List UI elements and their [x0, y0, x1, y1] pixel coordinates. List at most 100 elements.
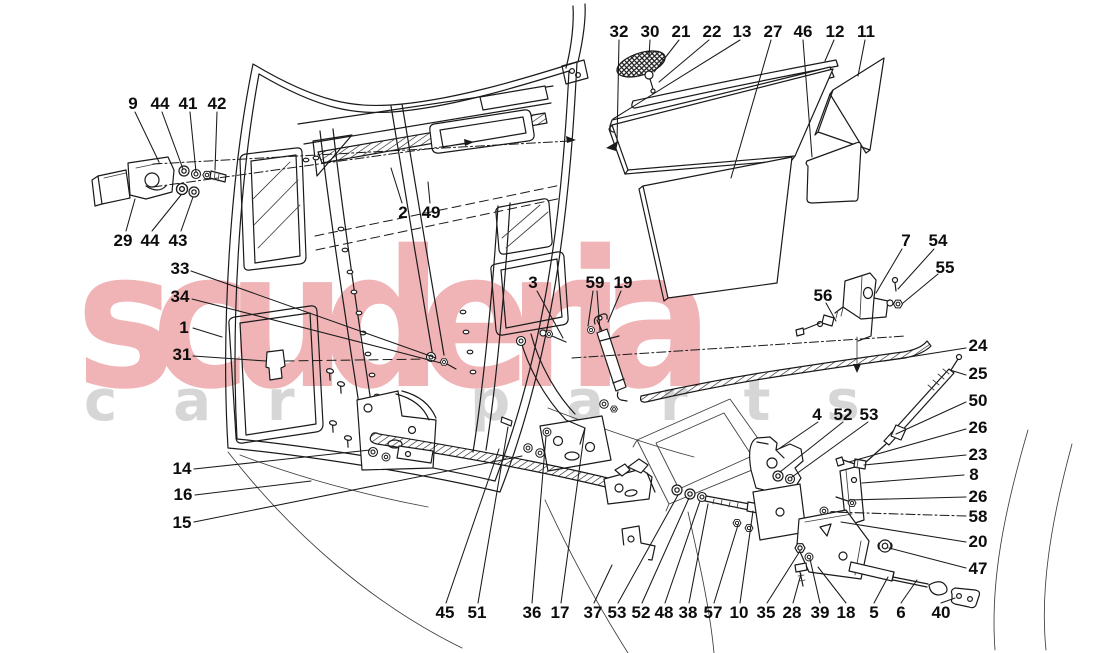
- part-label-26[interactable]: 26: [969, 487, 988, 506]
- flag-check-cell: [874, 376, 925, 426]
- part-label-46[interactable]: 46: [794, 22, 813, 41]
- part-label-59[interactable]: 59: [586, 273, 605, 292]
- part-label-38[interactable]: 38: [679, 603, 698, 622]
- part-label-42[interactable]: 42: [208, 94, 227, 113]
- part-label-41[interactable]: 41: [179, 94, 198, 113]
- part-label-29[interactable]: 29: [114, 231, 133, 250]
- leader-line: [560, 427, 586, 604]
- part-label-15[interactable]: 15: [173, 513, 192, 532]
- part-label-36[interactable]: 36: [523, 603, 542, 622]
- part-label-45[interactable]: 45: [436, 603, 455, 622]
- part-label-10[interactable]: 10: [730, 603, 749, 622]
- part-label-52[interactable]: 52: [834, 405, 853, 424]
- leader-line: [809, 558, 821, 604]
- part-label-35[interactable]: 35: [757, 603, 776, 622]
- leader-line: [825, 302, 837, 322]
- leader-line: [193, 449, 371, 470]
- part-label-28[interactable]: 28: [783, 603, 802, 622]
- part-label-25[interactable]: 25: [969, 364, 988, 383]
- leader-line: [531, 435, 547, 604]
- rivet-marks: [302, 155, 477, 420]
- part-label-48[interactable]: 48: [655, 603, 674, 622]
- part-label-23[interactable]: 23: [969, 445, 988, 464]
- part-label-26[interactable]: 26: [969, 418, 988, 437]
- part-label-47[interactable]: 47: [969, 559, 988, 578]
- leader-line: [824, 39, 835, 62]
- leader-line: [151, 194, 182, 232]
- part-label-56[interactable]: 56: [814, 286, 833, 305]
- part-label-4[interactable]: 4: [812, 405, 822, 424]
- part-label-21[interactable]: 21: [672, 22, 691, 41]
- part-label-13[interactable]: 13: [733, 22, 752, 41]
- leader-line: [873, 576, 889, 604]
- part-label-50[interactable]: 50: [969, 391, 988, 410]
- part-label-7[interactable]: 7: [901, 231, 910, 250]
- release-cable-bracket: [795, 272, 904, 342]
- part-label-57[interactable]: 57: [704, 603, 723, 622]
- part-label-55[interactable]: 55: [936, 258, 955, 277]
- part-label-49[interactable]: 49: [422, 203, 441, 222]
- leader-line: [779, 421, 819, 449]
- flag-check-cell: [916, 276, 967, 326]
- part-label-2[interactable]: 2: [398, 203, 407, 222]
- part-label-30[interactable]: 30: [641, 22, 660, 41]
- part-label-44[interactable]: 44: [151, 94, 170, 113]
- part-label-32[interactable]: 32: [610, 22, 629, 41]
- leader-line: [593, 564, 613, 604]
- part-label-40[interactable]: 40: [932, 603, 951, 622]
- part-label-39[interactable]: 39: [811, 603, 830, 622]
- part-label-1[interactable]: 1: [179, 318, 188, 337]
- leader-line: [831, 511, 967, 517]
- leader-line: [888, 547, 967, 569]
- part-label-22[interactable]: 22: [703, 22, 722, 41]
- part-label-18[interactable]: 18: [837, 603, 856, 622]
- leader-line: [596, 290, 601, 332]
- part-label-3[interactable]: 3: [528, 273, 537, 292]
- part-label-53[interactable]: 53: [860, 405, 879, 424]
- part-label-14[interactable]: 14: [173, 459, 192, 478]
- part-label-53[interactable]: 53: [608, 603, 627, 622]
- part-label-12[interactable]: 12: [826, 22, 845, 41]
- part-label-6[interactable]: 6: [896, 603, 905, 622]
- leader-line: [193, 455, 523, 523]
- gas-strut: [587, 313, 628, 413]
- part-label-5[interactable]: 5: [869, 603, 878, 622]
- part-label-8[interactable]: 8: [969, 465, 978, 484]
- leader-line: [791, 421, 869, 478]
- part-label-33[interactable]: 33: [171, 259, 190, 278]
- leader-line: [653, 39, 680, 73]
- leader-line: [779, 421, 844, 473]
- leader-line: [445, 448, 500, 604]
- part-label-27[interactable]: 27: [764, 22, 783, 41]
- leader-line: [189, 111, 197, 173]
- part-label-44[interactable]: 44: [141, 231, 160, 250]
- leader-line: [125, 198, 136, 232]
- leader-line: [617, 494, 679, 604]
- leader-line: [161, 111, 184, 170]
- part-label-20[interactable]: 20: [969, 532, 988, 551]
- leader-line: [883, 347, 967, 362]
- leader-line: [214, 111, 218, 171]
- part-label-34[interactable]: 34: [171, 287, 190, 306]
- part-label-51[interactable]: 51: [468, 603, 487, 622]
- flag-check-cell: [904, 440, 955, 490]
- leader-line: [612, 39, 741, 120]
- part-label-58[interactable]: 58: [969, 507, 988, 526]
- leader-line: [616, 39, 620, 144]
- part-label-54[interactable]: 54: [929, 231, 948, 250]
- leader-line: [792, 573, 802, 604]
- part-label-16[interactable]: 16: [174, 485, 193, 504]
- car-body-outline: [227, 407, 1073, 653]
- leader-line: [192, 355, 267, 362]
- hood-panel: [225, 3, 618, 493]
- part-label-24[interactable]: 24: [969, 336, 988, 355]
- part-label-11[interactable]: 11: [857, 22, 875, 41]
- part-label-43[interactable]: 43: [169, 231, 188, 250]
- part-label-9[interactable]: 9: [128, 94, 137, 113]
- part-label-52[interactable]: 52: [632, 603, 651, 622]
- part-label-31[interactable]: 31: [173, 345, 192, 364]
- part-label-19[interactable]: 19: [614, 273, 633, 292]
- part-label-17[interactable]: 17: [551, 603, 570, 622]
- part-label-37[interactable]: 37: [584, 603, 603, 622]
